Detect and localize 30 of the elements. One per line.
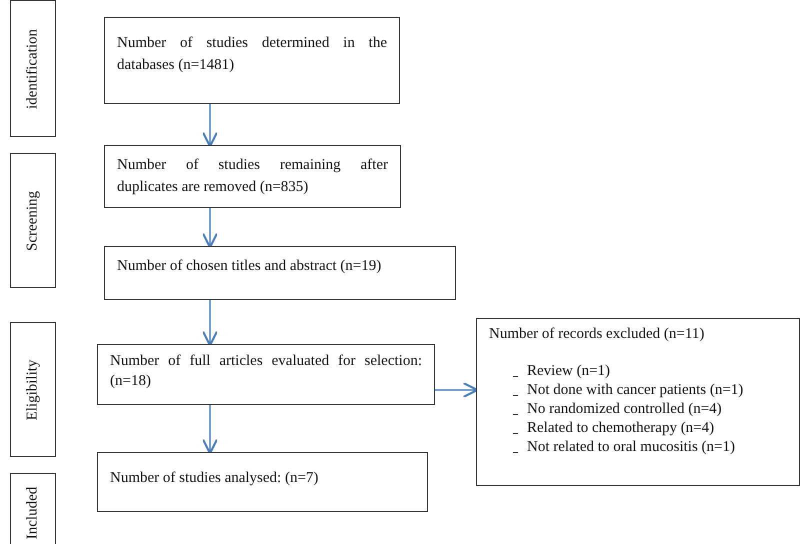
box-text: Number of studies remaining after duplicates are removed (n=835)	[117, 156, 388, 197]
list-item: No randomized controlled (n=4)	[527, 401, 722, 417]
stage-label: identification	[24, 28, 42, 108]
box-heading: Number of records excluded (n=11)	[489, 325, 706, 344]
box-text: Number of full articles evaluated for selection: (n=18)	[110, 352, 422, 391]
stage-label: Eligibility	[24, 359, 42, 420]
process-box	[97, 344, 435, 405]
stage-label: Included	[24, 486, 42, 540]
list-item: Not related to oral mucositis (n=1)	[527, 439, 735, 455]
list-item: Review (n=1)	[527, 363, 610, 379]
list-item: Not done with cancer patients (n=1)	[527, 382, 744, 398]
process-box	[104, 145, 401, 208]
process-box	[104, 246, 456, 300]
stage-box	[10, 473, 56, 544]
box-text: Number of chosen titles and abstract (n=19)	[117, 257, 382, 276]
stage-box	[10, 153, 56, 288]
stage-label: Screening	[24, 190, 42, 250]
stage-box	[10, 322, 56, 457]
arrow	[435, 382, 478, 398]
box-text: Number of studies determined in the databases (n=1481)	[117, 34, 387, 75]
exclusion-box	[476, 318, 800, 486]
arrow	[202, 300, 218, 346]
arrow	[202, 104, 218, 148]
stage-box	[10, 0, 56, 137]
process-box	[97, 452, 428, 512]
box-text: Number of studies analysed: (n=7)	[110, 469, 320, 488]
list-item: Related to chemotherapy (n=4)	[527, 420, 714, 436]
arrow	[202, 405, 218, 454]
process-box	[104, 17, 400, 104]
arrow	[202, 208, 218, 248]
